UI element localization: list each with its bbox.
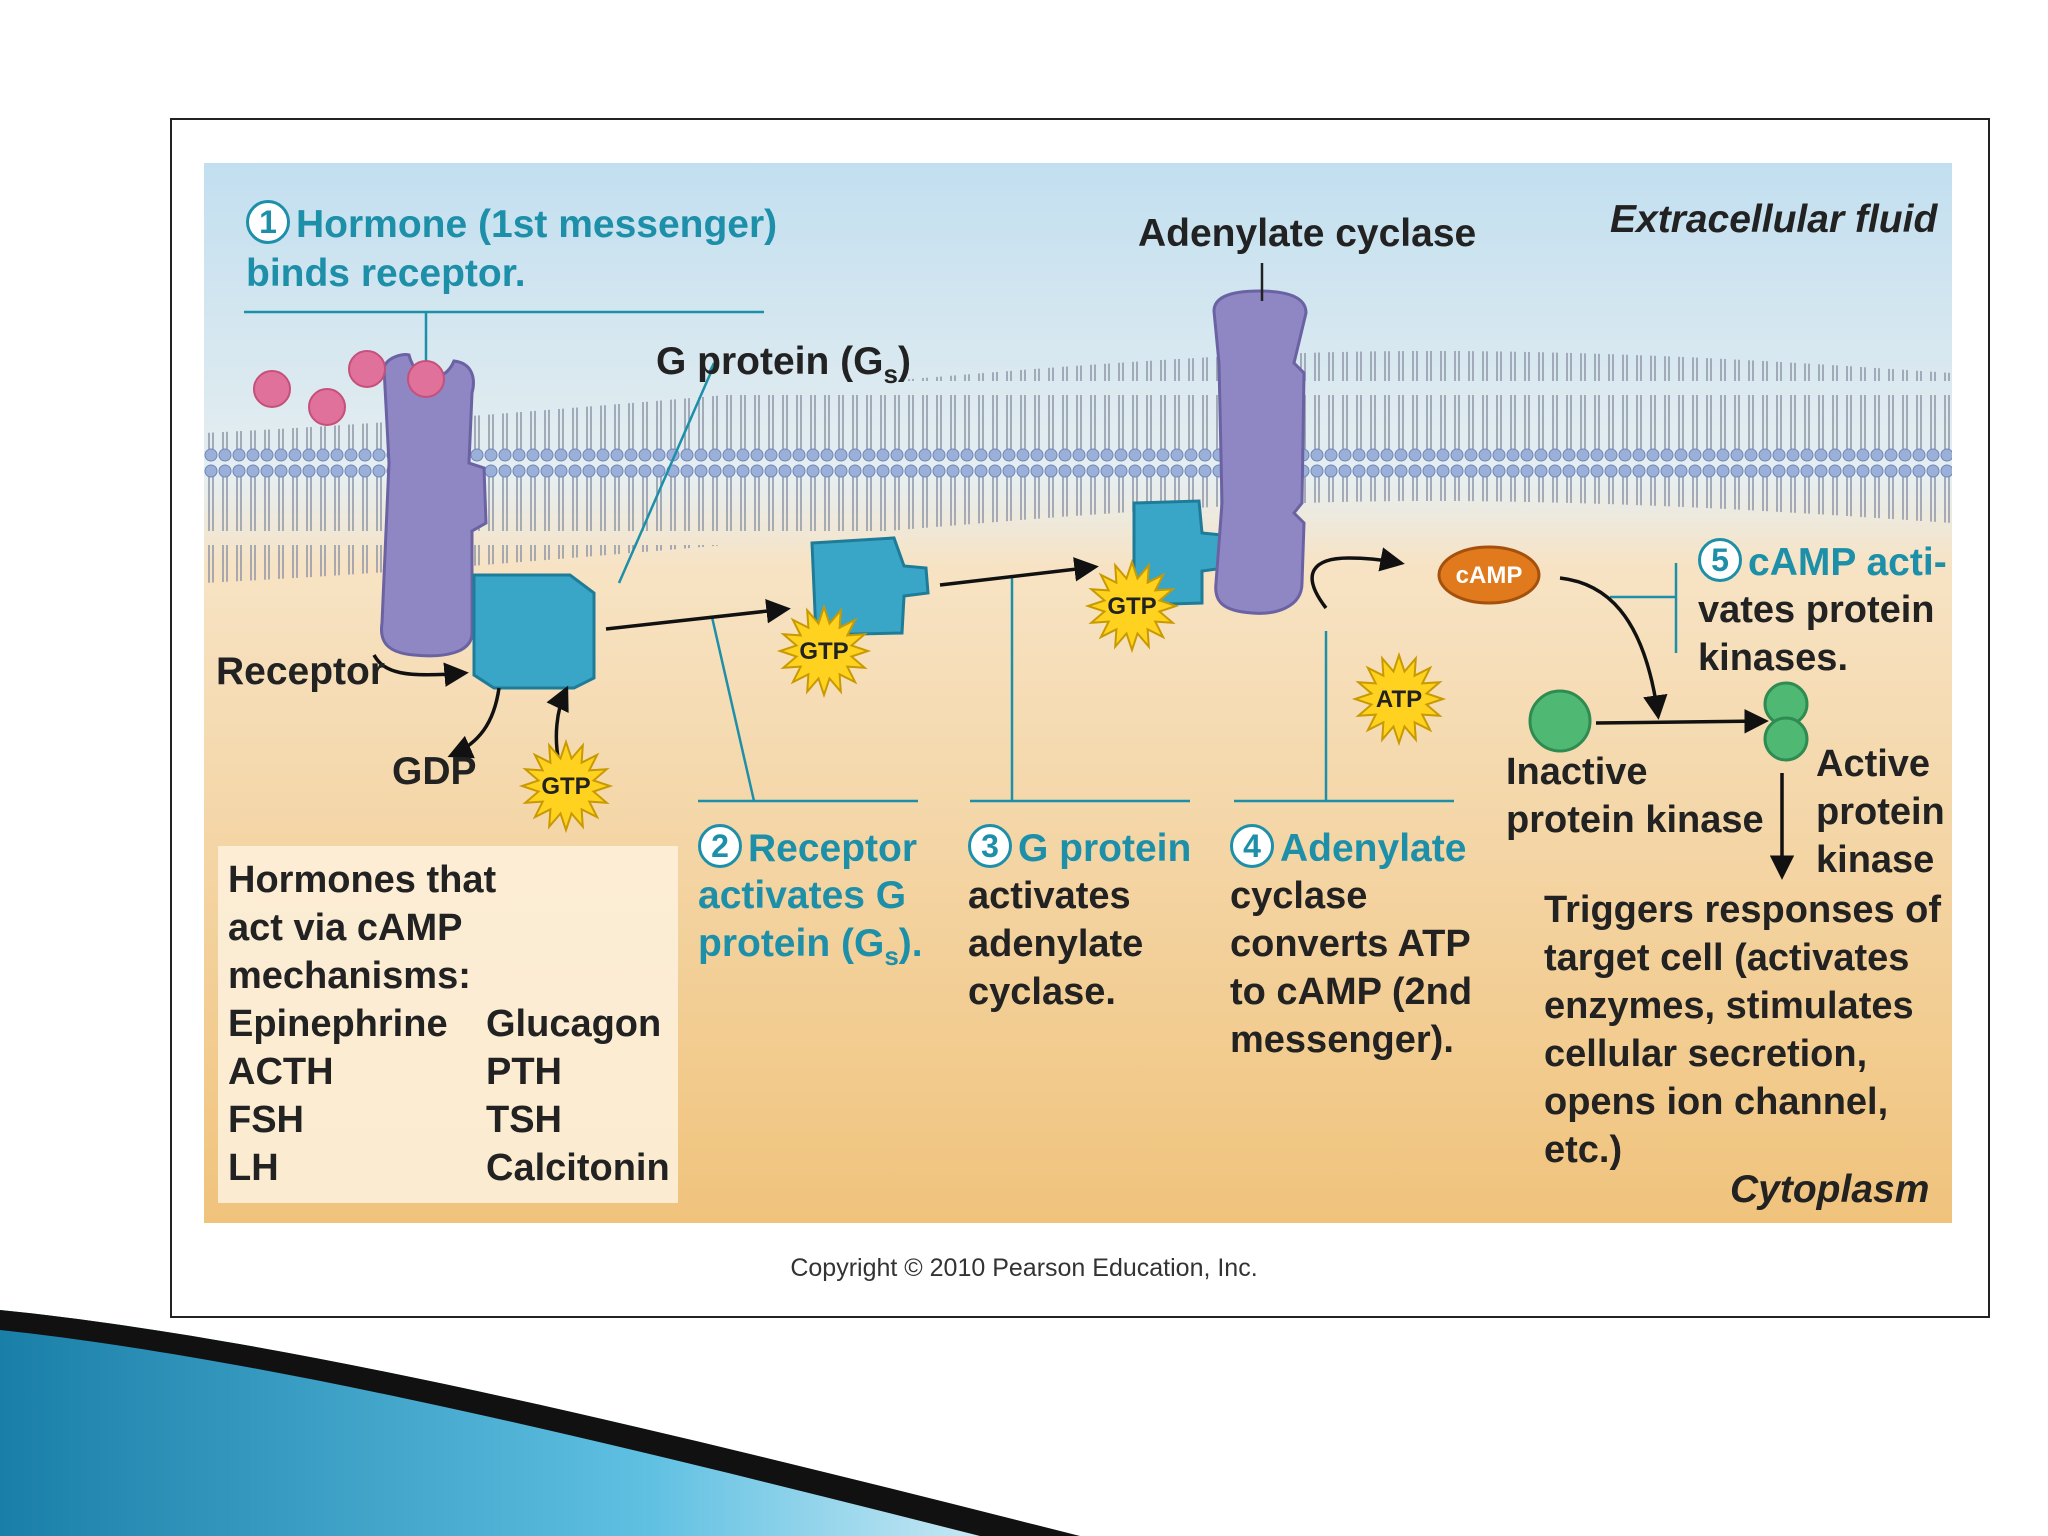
- gtp-burst-3: GTP: [1084, 558, 1180, 654]
- step4-line5: messenger).: [1230, 1019, 1454, 1061]
- hormone-box: [218, 846, 678, 1203]
- camp-molecule: [1437, 545, 1541, 605]
- hormone-item: LH: [228, 1147, 279, 1189]
- step3-number: 3: [968, 824, 1012, 868]
- triggers-line3: enzymes, stimulates: [1544, 985, 1914, 1027]
- gtp-burst-2: GTP: [776, 603, 872, 699]
- step2-line1: Receptor: [748, 827, 918, 870]
- step2-number: 2: [698, 824, 742, 868]
- camp-label: cAMP: [1456, 562, 1523, 589]
- triggers-line6: etc.): [1544, 1129, 1623, 1171]
- step2-end: ).: [898, 922, 923, 965]
- active-kinase-line1: Active: [1816, 743, 1931, 785]
- step1-number: 1: [246, 200, 290, 244]
- cell-membrane: [204, 351, 1952, 583]
- step2-line3-text: protein (G: [698, 922, 885, 965]
- triggers-line2: target cell (activates: [1544, 937, 1910, 979]
- step5-lines: vates protein kinases.: [1698, 586, 1935, 682]
- inactive-kinase-molecule: [1528, 689, 1592, 753]
- step5-line1: cAMP acti-: [1748, 541, 1947, 584]
- g-protein-label: G protein (Gs): [656, 340, 911, 389]
- hormone-item: Glucagon: [486, 1003, 662, 1045]
- step-leader-lines: [244, 310, 1678, 803]
- hormone-item: ACTH: [228, 1051, 334, 1093]
- step2-line2: activates G: [698, 874, 907, 917]
- hormone-item: PTH: [486, 1051, 562, 1093]
- nucleotide-bursts: GTP GTP GTP ATP: [518, 558, 1447, 834]
- cytoplasm-label: Cytoplasm: [1730, 1168, 1930, 1211]
- adenylate-cyclase-protein: [1212, 289, 1308, 615]
- inactive-kinase-line1: Inactive: [1506, 751, 1648, 793]
- hormone-box-heading: Hormones that act via cAMP mechanisms:: [228, 856, 496, 1000]
- step2-sub: s: [884, 940, 899, 971]
- hormone-box-heading-line3: mechanisms:: [228, 955, 471, 997]
- step4-number: 4: [1230, 824, 1274, 868]
- gdp-label: GDP: [392, 750, 477, 793]
- inactive-kinase-label: Inactive protein kinase: [1506, 748, 1764, 844]
- triggers-line5: opens ion channel,: [1544, 1081, 1889, 1123]
- step2-line3: protein (Gs).: [698, 920, 923, 980]
- active-kinase-label: Active protein kinase: [1816, 740, 1945, 884]
- hormone-list-col1: Epinephrine ACTH FSH LH: [228, 1000, 448, 1192]
- hormone-item: FSH: [228, 1099, 304, 1141]
- g-protein-label-text: G protein (G: [656, 340, 884, 383]
- g-protein-label-sub: s: [883, 358, 898, 389]
- inactive-kinase-line2: protein kinase: [1506, 799, 1764, 841]
- hormone-box-heading-line1: Hormones that: [228, 859, 497, 901]
- pathway-arrows: [372, 547, 1795, 880]
- hormone-item: Calcitonin: [486, 1147, 670, 1189]
- atp-burst-label: ATP: [1376, 686, 1422, 713]
- step3-line3: adenylate: [968, 923, 1144, 965]
- step5-number: 5: [1698, 538, 1742, 582]
- hormone-item: Epinephrine: [228, 1003, 448, 1045]
- step3-line1: G protein: [1018, 827, 1192, 870]
- step4-lines: cyclase converts ATP to cAMP (2nd messen…: [1230, 872, 1472, 1064]
- step1-label-line2: binds receptor.: [246, 252, 526, 295]
- active-kinase-molecule: [1763, 681, 1809, 762]
- gtp-burst-1: GTP: [518, 738, 614, 834]
- receptor-label: Receptor: [216, 650, 386, 693]
- hormone-molecules: [253, 350, 445, 426]
- hormone-list-col2: Glucagon PTH TSH Calcitonin: [486, 1000, 670, 1192]
- step3-lines: activates adenylate cyclase.: [968, 872, 1143, 1016]
- step5-line3: kinases.: [1698, 637, 1848, 679]
- step4-line3: converts ATP: [1230, 923, 1471, 965]
- step4-line4: to cAMP (2nd: [1230, 971, 1473, 1013]
- copyright-notice: Copyright © 2010 Pearson Education, Inc.: [790, 1254, 1258, 1282]
- camp-pathway-diagram: GTP GTP GTP ATP cAMP: [204, 163, 1952, 1223]
- step1-text: Hormone (1st messenger): [296, 203, 778, 246]
- active-kinase-line2: protein: [1816, 791, 1945, 833]
- hormone-box-heading-line2: act via cAMP: [228, 907, 463, 949]
- gtp-burst-2-label: GTP: [799, 638, 848, 665]
- step5-line2: vates protein: [1698, 589, 1935, 631]
- step4-line1: Adenylate: [1280, 827, 1467, 870]
- step4-line2: cyclase: [1230, 875, 1368, 917]
- extracellular-fluid-label: Extracellular fluid: [1610, 198, 1938, 241]
- active-kinase-line3: kinase: [1816, 839, 1935, 881]
- triggers-line4: cellular secretion,: [1544, 1033, 1868, 1075]
- hormone-item: TSH: [486, 1099, 562, 1141]
- receptor-protein: [379, 353, 488, 658]
- triggers-line1: Triggers responses of: [1544, 889, 1942, 931]
- gtp-burst-1-label: GTP: [541, 773, 590, 800]
- step3-line4: cyclase.: [968, 971, 1116, 1013]
- g-protein-inactive: [472, 573, 596, 690]
- atp-burst: ATP: [1351, 651, 1447, 747]
- step3-line2: activates: [968, 875, 1131, 917]
- triggers-responses-label: Triggers responses of target cell (activ…: [1544, 886, 1941, 1174]
- adenylate-cyclase-label: Adenylate cyclase: [1138, 212, 1477, 255]
- gtp-burst-3-label: GTP: [1107, 593, 1156, 620]
